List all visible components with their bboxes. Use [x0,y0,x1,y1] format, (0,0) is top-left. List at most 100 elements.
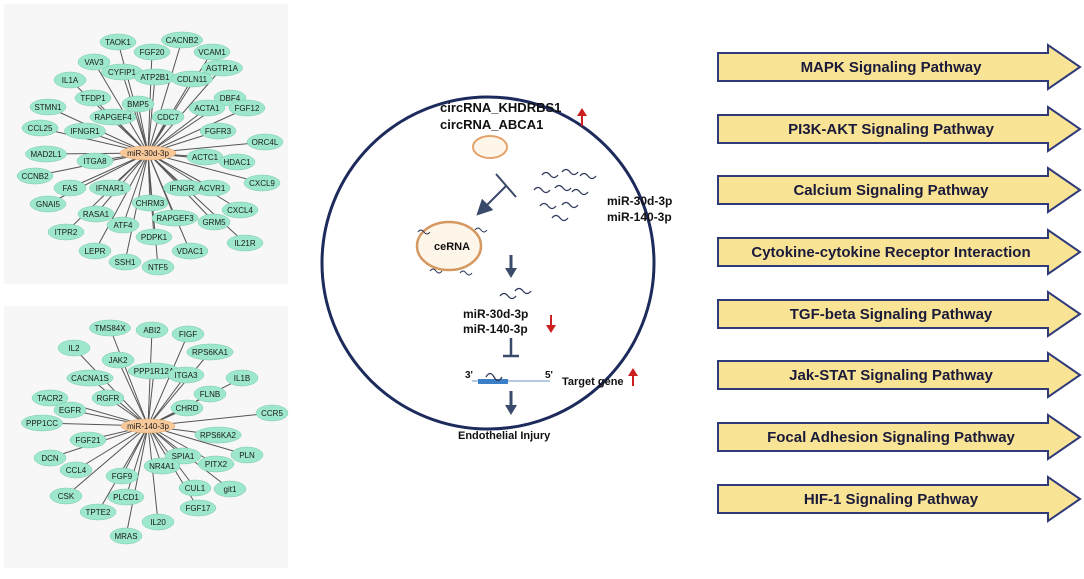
network-edge [147,152,246,244]
gene-node-shape [193,179,231,197]
gene-node-shape [230,446,264,464]
prime-3-label: 3' [465,370,473,381]
gene-node-shape [49,487,83,505]
gene-node-shape [53,401,87,419]
gene-node: IL21R [226,234,264,252]
gene-node-shape [106,216,140,234]
pathway-arrow: Jak-STAT Signaling Pathway [717,351,1082,399]
hub-node-label: miR-30d-3p [127,149,169,158]
gene-node: FLNB [193,385,227,403]
gene-node: RASA1 [77,205,115,223]
gene-node-label: TMS84X [94,324,126,333]
network-edge [93,61,149,154]
gene-node-label: ACTA1 [194,104,220,113]
pathway-arrow-shape [717,166,1082,214]
gene-node-shape [161,31,203,49]
gene-node: IL2 [57,339,91,357]
up-arrow-circrna [577,108,587,126]
gene-node-shape [141,258,175,276]
prime-5-label: 5' [545,370,553,381]
gene-node-label: BMP5 [127,100,149,109]
gene-node: MRAS [109,527,143,545]
gene-node-label: VAV3 [84,58,104,67]
gene-node-shape [105,467,139,485]
gene-node-label: IL1B [234,374,250,383]
gene-node: GRM5 [197,213,231,231]
gene-node-label: EGFR [59,406,81,415]
gene-node: IL1B [225,369,259,387]
gene-node: FAS [53,179,87,197]
gene-node-label: ORC4L [252,138,279,147]
pathway-arrow-shape [717,413,1082,461]
gene-node: ATF4 [106,216,140,234]
gene-node-shape [171,325,205,343]
gene-node: IFNAR1 [89,179,131,197]
gene-node-label: TPTE2 [86,508,111,517]
pathway-label: Focal Adhesion Signaling Pathway [767,429,1015,446]
gene-node: ITPR2 [47,223,85,241]
network-edge [73,347,149,427]
gene-node: RAPGEF3 [151,209,199,227]
gene-node-shape [246,133,284,151]
hub-node [119,145,177,161]
gene-node-shape [133,43,171,61]
gene-node-shape [101,351,135,369]
binding-line [495,173,517,198]
network-edge [109,327,149,427]
gene-node: FGF9 [105,467,139,485]
arrow-down-1-head [505,268,517,278]
gene-node: HDAC1 [218,153,256,171]
gene-node-label: VCAM1 [198,48,226,57]
gene-node-label: ACTC1 [192,153,219,162]
gene-node: GNAI5 [29,195,67,213]
network-edge [147,107,248,154]
gene-node-label: FIGF [179,330,197,339]
gene-node: CCL4 [59,461,93,479]
network-edge [147,76,156,154]
gene-node-label: DCN [41,454,59,463]
target-site [478,379,508,384]
gene-node-shape [193,385,227,403]
gene-node-shape [77,53,111,71]
gene-node: ACTA1 [188,99,226,117]
gene-node-shape [141,513,175,531]
gene-node-label: IFNGR2 [169,184,199,193]
gene-node-label: PITX2 [205,460,228,469]
network-edge [65,425,149,497]
gene-node: PLN [230,446,264,464]
gene-node: ABI2 [135,321,169,339]
gene-node-label: CYFIP1 [108,68,137,77]
gene-node-label: FGF12 [235,104,260,113]
gene-node: FGF20 [133,43,171,61]
gene-node: IFNGR1 [64,122,106,140]
gene-node: NR4A1 [143,457,181,475]
gene-node-shape [226,234,264,252]
gene-node: CXCL9 [243,174,281,192]
gene-node-shape [91,389,125,407]
outcome-label: Endothelial Injury [458,430,551,442]
gene-node-label: GNAI5 [36,200,61,209]
gene-node-label: FGF20 [140,48,165,57]
gene-node: CYFIP1 [101,63,143,81]
pathway-arrow: Focal Adhesion Signaling Pathway [717,413,1082,461]
gene-node: EGFR [53,401,87,419]
gene-node-label: IFNAR1 [96,184,125,193]
up-arrow-target [628,368,638,386]
gene-node: CDC7 [151,108,185,126]
network-edge [125,425,149,498]
bound-mirna-icon [485,372,503,382]
gene-node-label: RASA1 [83,210,110,219]
gene-node-label: AGTR1A [206,64,239,73]
gene-node: FGF21 [69,431,107,449]
pathway-label: Cytokine-cytokine Receptor Interaction [751,244,1030,261]
gene-node: ACTC1 [186,148,224,166]
gene-node: CUL1 [178,479,212,497]
pathway-arrow: Cytokine-cytokine Receptor Interaction [717,228,1082,276]
gene-node-label: GRM5 [202,218,226,227]
gene-node-shape [53,179,87,197]
circrna-icon [472,135,508,159]
gene-node-shape [179,499,217,517]
gene-node-label: PPP1R12A [134,367,175,376]
gene-node: RAPGEF4 [89,108,137,126]
gene-node-label: ABI2 [143,326,161,335]
